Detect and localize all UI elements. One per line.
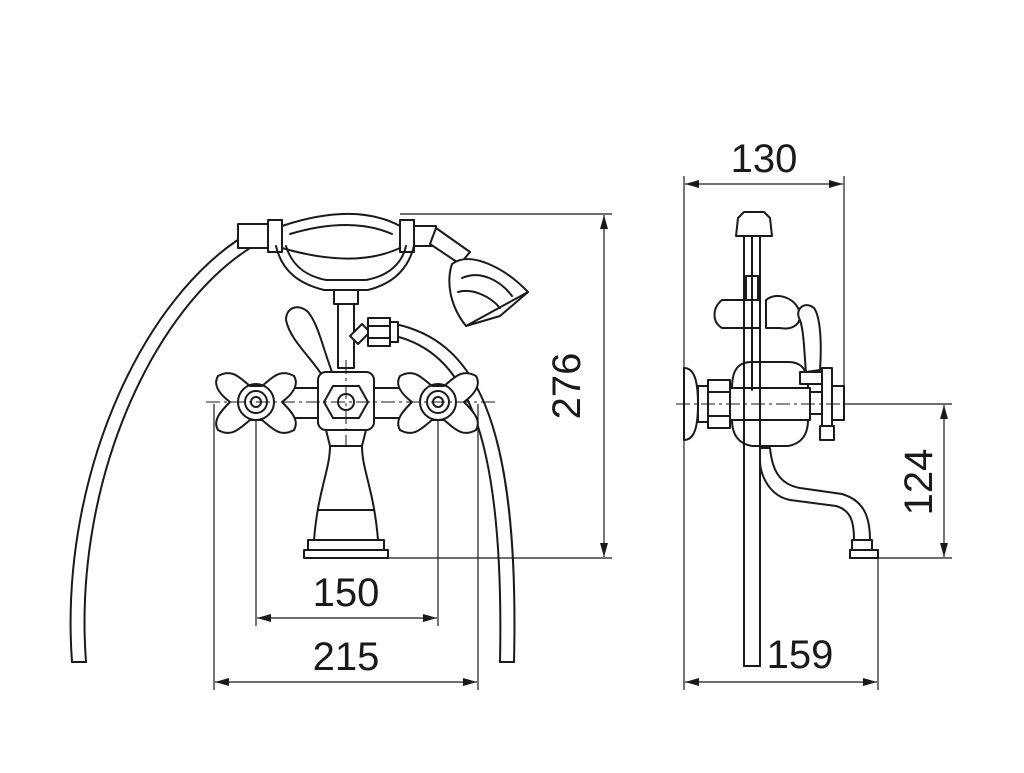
diverter-lever xyxy=(285,306,333,379)
dimension-spout-reach-label: 159 xyxy=(767,633,834,677)
spout-column xyxy=(303,445,389,559)
dimension-front-height-label: 276 xyxy=(545,353,589,420)
side-lever xyxy=(797,304,827,385)
dimension-side-depth-label: 130 xyxy=(731,137,798,181)
dimension-front-height: 276 xyxy=(545,215,608,557)
dimension-hole-spacing: 150 xyxy=(257,571,437,622)
shower-hose xyxy=(69,225,516,663)
dimension-overall-width: 215 xyxy=(215,635,477,686)
side-riser-pipe xyxy=(735,211,773,667)
hose-connector xyxy=(349,317,399,347)
dimension-spout-reach: 159 xyxy=(685,633,877,686)
side-spout xyxy=(759,447,879,559)
front-extension-lines xyxy=(213,213,612,690)
mixer-body xyxy=(275,371,417,447)
front-view: 276 150 215 xyxy=(69,213,612,690)
dimension-side-depth: 130 xyxy=(685,137,843,188)
dimension-overall-width-label: 215 xyxy=(313,635,380,679)
dimension-hole-spacing-label: 150 xyxy=(313,571,380,615)
dimension-outlet-height-label: 124 xyxy=(897,449,941,516)
dimension-outlet-height: 124 xyxy=(897,405,948,557)
right-cross-handle xyxy=(397,372,479,434)
side-extension-lines xyxy=(683,176,952,690)
hand-shower xyxy=(237,213,529,327)
side-view: 130 124 159 xyxy=(676,137,952,690)
